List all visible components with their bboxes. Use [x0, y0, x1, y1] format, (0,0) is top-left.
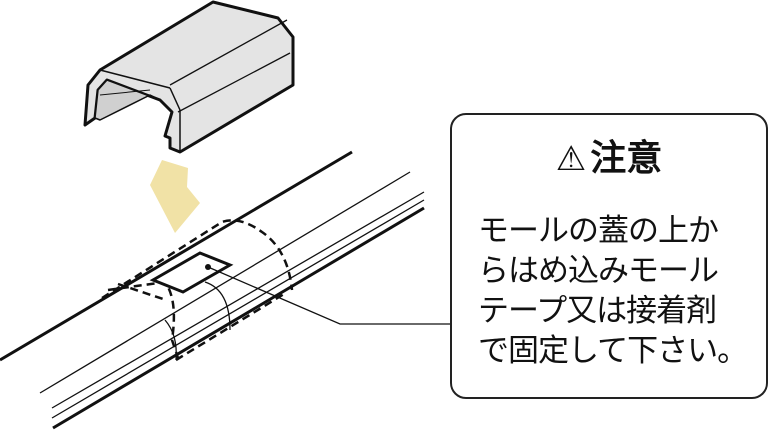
caution-line: で固定して下さい。: [478, 333, 748, 369]
molding-cap: [83, 0, 295, 154]
warning-triangle-icon: ⚠: [555, 139, 587, 179]
joint-seam: [164, 281, 231, 361]
rail-bottom-edge: [52, 206, 425, 430]
rail-lower-line-1: [51, 191, 425, 409]
caution-title: ⚠注意: [452, 138, 766, 180]
rail-mid-line: [39, 171, 411, 394]
rail-lower-line-2: [51, 199, 425, 419]
leader-line: [207, 266, 450, 325]
caution-box: ⚠注意 モールの蓋の上か らはめ込みモール テープ又は接着剤 で固定して下さい。: [450, 113, 768, 399]
adhesive-tape-square: [149, 251, 234, 294]
molding-rail: [0, 150, 425, 430]
caution-line: テープ又は接着剤: [478, 293, 717, 329]
caution-line: らはめ込みモール: [478, 253, 719, 289]
caution-line: モールの蓋の上か: [478, 213, 719, 249]
caution-title-text: 注意: [590, 138, 663, 179]
down-arrow-icon: [150, 160, 200, 233]
rail-top-edge: [0, 150, 353, 362]
caution-body: モールの蓋の上か らはめ込みモール テープ又は接着剤 で固定して下さい。: [478, 211, 748, 371]
